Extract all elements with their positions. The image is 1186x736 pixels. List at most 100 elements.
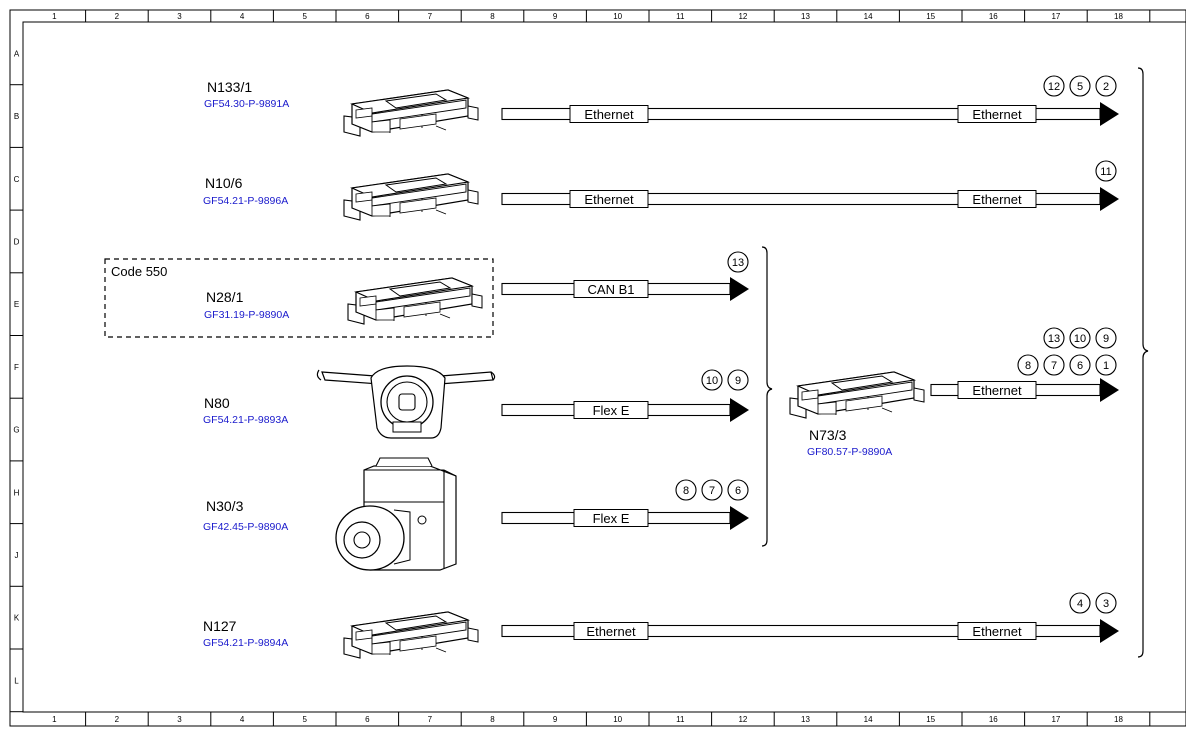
badge-number: 3 [1103,598,1109,610]
badge-number: 11 [1100,166,1111,178]
reference-badge[interactable]: 1 [1095,354,1117,376]
bus-label-box [957,105,1037,123]
badge-circle [1069,75,1091,97]
reference-badge[interactable]: 3 [1095,592,1117,614]
bus-label: Ethernet [586,624,636,639]
badge-circle [727,369,749,391]
reference-badge[interactable]: 8 [1017,354,1039,376]
bus-label-box [573,509,649,527]
badge-circle [1069,354,1091,376]
reference-badge[interactable]: 12 [1043,75,1065,97]
option-box-frame [104,258,494,338]
node-n28-1[interactable]: N28/1 GF31.19-P-9890A [204,277,483,325]
reference-badge[interactable]: 9 [727,369,749,391]
reference-badge[interactable]: 13 [727,251,749,273]
reference-badge[interactable]: 4 [1069,592,1091,614]
grid-column-label: 11 [676,12,685,21]
reference-badge[interactable]: 5 [1069,75,1091,97]
badge-circle [1095,160,1117,182]
grid-column-label: 17 [1051,715,1060,724]
grid-row-label: A [14,49,20,58]
grid-column-label: 3 [177,12,182,21]
badge-circle [675,479,697,501]
node-name: N30/3 [206,498,244,514]
node-n80[interactable]: N80 GF54.21-P-9893A [203,365,496,439]
grid-row-label: G [13,426,19,435]
node-reference-link[interactable]: GF54.21-P-9893A [203,414,288,426]
grid-column-label: 4 [240,12,245,21]
badge-circle [701,479,723,501]
node-reference-link[interactable]: GF54.21-P-9896A [203,195,288,207]
grid-column-label: 18 [1114,12,1123,21]
badge-number: 9 [1103,333,1109,345]
reference-badge[interactable]: 8 [675,479,697,501]
badge-number: 12 [1048,81,1060,93]
reference-badge[interactable]: 9 [1095,327,1117,349]
grid-row-label: K [14,614,20,623]
bus-label-box [957,190,1037,208]
arrow-head-icon [1100,187,1119,211]
badge-circle [1043,75,1065,97]
reference-badge[interactable]: 7 [1043,354,1065,376]
node-name: N73/3 [809,427,847,443]
badge-number: 2 [1103,81,1109,93]
node-n127[interactable]: N127 GF54.21-P-9894A [203,611,479,659]
bus-label: Flex E [593,511,630,526]
node-reference-link[interactable]: GF80.57-P-9890A [807,446,892,458]
grid-column-label: 4 [240,715,245,724]
grid-column-label: 16 [989,12,998,21]
grid-column-label: 14 [864,12,873,21]
reference-badge[interactable]: 7 [701,479,723,501]
grid-column-label: 3 [177,715,182,724]
badge-circle [1069,592,1091,614]
reference-badge[interactable]: 6 [1069,354,1091,376]
control-unit-icon [343,89,479,137]
badge-circle [727,251,749,273]
esp-control-unit-icon [335,457,457,571]
bus-label: Ethernet [584,192,634,207]
node-n133-1[interactable]: N133/1 GF54.30-P-9891A [204,79,479,137]
grid-column-label: 6 [365,715,370,724]
node-reference-link[interactable]: GF31.19-P-9890A [204,309,289,321]
reference-badge[interactable]: 13 [1043,327,1065,349]
node-n30-3[interactable]: N30/3 GF42.45-P-9890A [203,457,457,571]
badge-circle [727,479,749,501]
grid-row-label: F [14,363,19,372]
node-n73-3[interactable]: N73/3 GF80.57-P-9890A [789,371,925,458]
node-reference-link[interactable]: GF54.21-P-9894A [203,637,288,649]
badge-number: 13 [732,257,744,269]
bus-label-box [569,190,649,208]
reference-badge[interactable]: 10 [701,369,723,391]
badge-circle [1095,327,1117,349]
reference-badge[interactable]: 10 [1069,327,1091,349]
grid-column-label: 9 [553,12,558,21]
bus-label-box [573,622,649,640]
reference-badge[interactable]: 11 [1095,160,1117,182]
grid-column-label: 5 [302,715,307,724]
node-n10-6[interactable]: N10/6 GF54.21-P-9896A [203,173,479,221]
node-reference-link[interactable]: GF42.45-P-9890A [203,521,288,533]
node-reference-link[interactable]: GF54.30-P-9891A [204,98,289,110]
grid-row-label: H [14,488,20,497]
reference-badge[interactable]: 2 [1095,75,1117,97]
arrow-head-icon [1100,102,1119,126]
badge-circle [1095,592,1117,614]
badge-number: 13 [1048,333,1060,345]
grid-column-label: 11 [676,715,685,724]
badge-number: 10 [706,375,718,387]
reference-badge[interactable]: 6 [727,479,749,501]
grid-column-label: 10 [613,12,622,21]
arrow-head-icon [1100,619,1119,643]
grid-column-label: 15 [926,715,935,724]
grid-column-label: 8 [490,12,495,21]
